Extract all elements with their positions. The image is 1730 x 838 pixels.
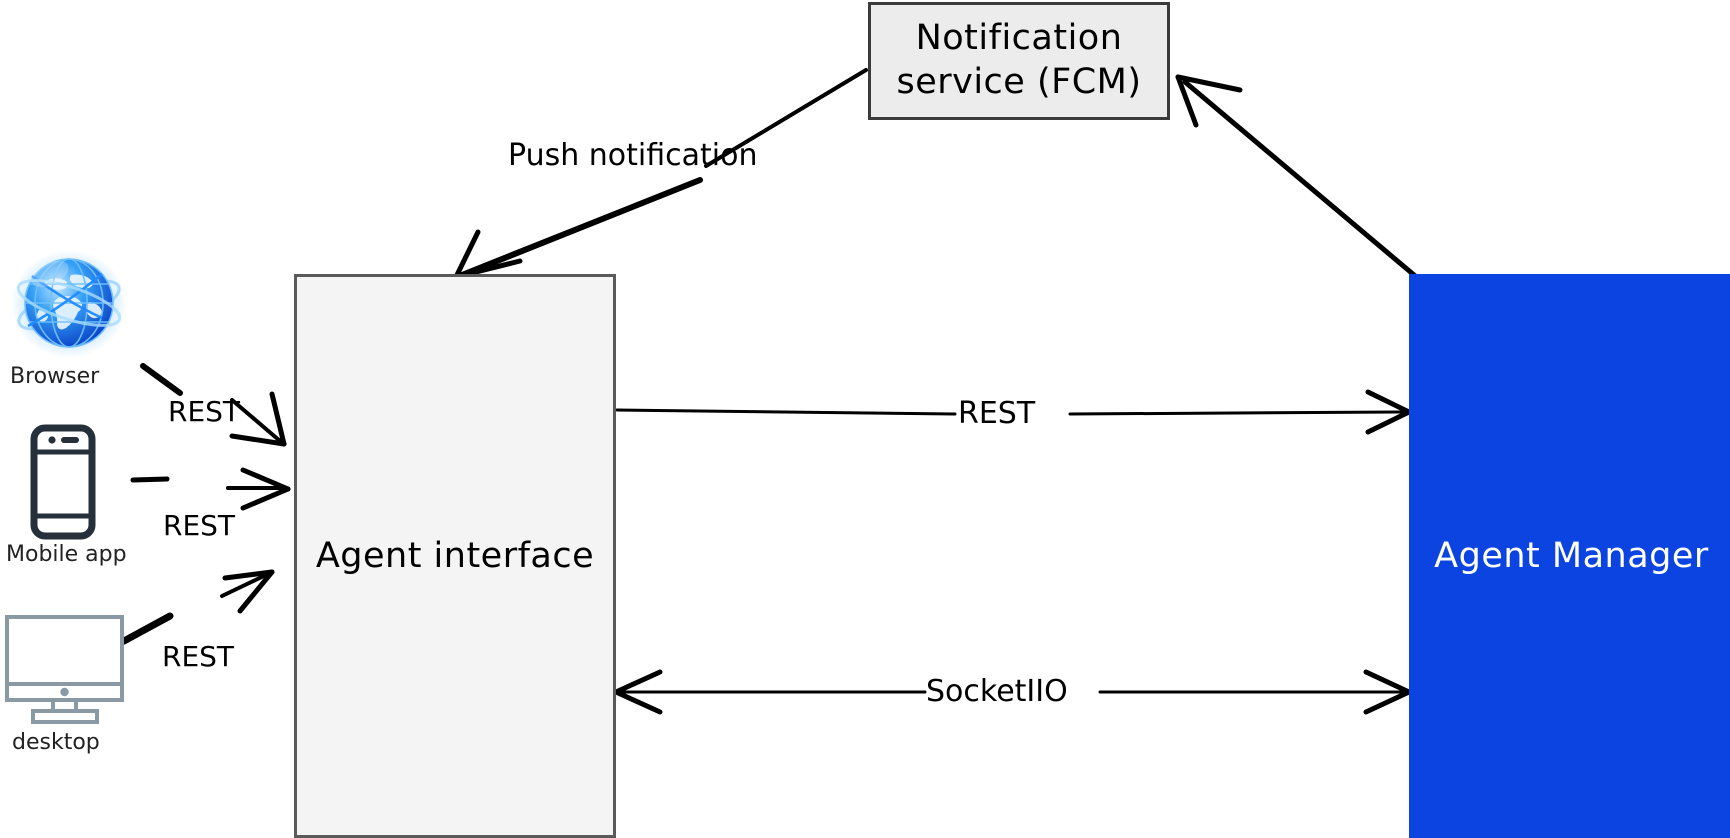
agent-manager-label: Agent Manager	[1434, 536, 1709, 576]
edge-label-rest-mobile: REST	[163, 509, 236, 542]
monitor-icon	[5, 615, 124, 724]
edge-label-rest-interface-manager: REST	[958, 396, 1036, 431]
notification-service-label-line1: Notification	[915, 18, 1123, 59]
edge-interface-manager-socketio	[613, 669, 1412, 715]
node-agent-interface[interactable]: Agent interface	[294, 274, 616, 838]
edge-browser-rest	[140, 363, 287, 447]
notification-service-label-line2: service (FCM)	[896, 62, 1142, 102]
edge-label-socketio: SocketIIO	[926, 674, 1068, 709]
edge-mobile-rest	[130, 467, 291, 511]
edge-manager-to-fcm	[1175, 74, 1423, 283]
edge-interface-to-manager-rest	[615, 389, 1412, 435]
client-desktop[interactable]: desktop	[4, 614, 164, 794]
client-browser-caption: Browser	[10, 364, 100, 389]
client-mobile-caption: Mobile app	[6, 542, 127, 567]
agent-interface-label: Agent interface	[315, 536, 595, 576]
edge-label-rest-browser: REST	[168, 395, 241, 428]
node-notification-service[interactable]: Notification service (FCM)	[868, 2, 1170, 120]
node-agent-manager[interactable]: Agent Manager	[1409, 274, 1730, 838]
edge-label-rest-desktop: REST	[162, 640, 235, 673]
edge-label-push-notification: Push notification	[508, 138, 758, 173]
client-mobile[interactable]: Mobile app	[6, 424, 150, 574]
edge-push-notification	[453, 68, 868, 280]
client-desktop-caption: desktop	[12, 730, 100, 755]
smartphone-icon	[30, 424, 96, 540]
globe-icon	[11, 250, 127, 358]
client-browser[interactable]: Browser	[8, 248, 130, 398]
edge-desktop-rest	[120, 569, 275, 645]
